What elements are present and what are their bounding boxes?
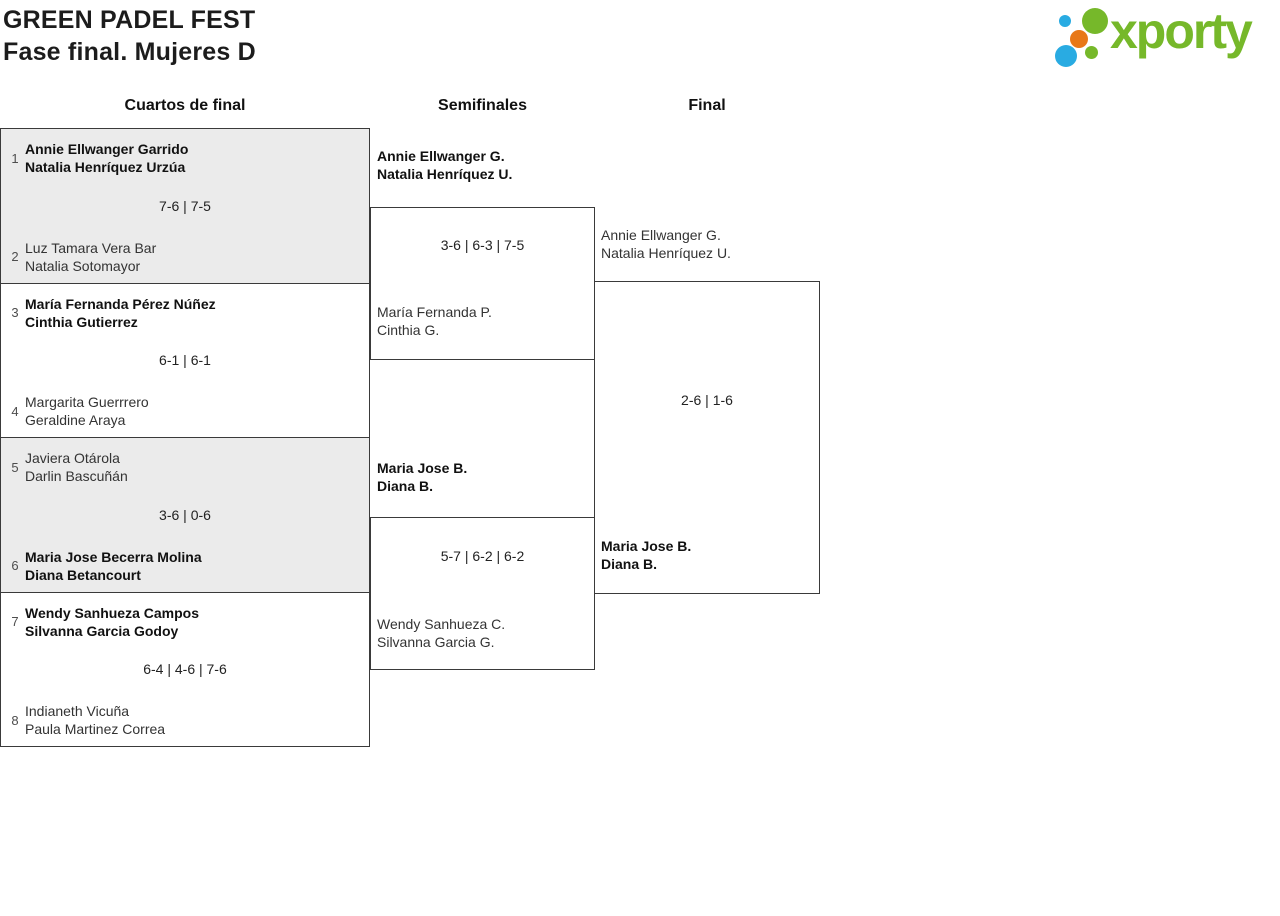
quarterfinals-column: 1 Annie Ellwanger Garrido Natalia Henríq… xyxy=(0,128,370,747)
pair-names: Wendy Sanhueza Campos Silvanna Garcia Go… xyxy=(25,604,199,640)
player-name: Maria Jose B. xyxy=(601,538,692,554)
pair-names: Luz Tamara Vera Bar Natalia Sotomayor xyxy=(25,239,156,275)
semifinal-1-score: 3-6 | 6-3 | 7-5 xyxy=(440,237,525,253)
player-name: Darlin Bascuñán xyxy=(25,468,128,484)
match-score: 3-6 | 0-6 xyxy=(159,506,211,523)
semifinal-2-score: 5-7 | 6-2 | 6-2 xyxy=(440,548,525,564)
logo-dot-orange-icon xyxy=(1070,30,1088,48)
logo-dot-blue-big-icon xyxy=(1055,45,1077,67)
tournament-title: GREEN PADEL FEST xyxy=(3,6,256,34)
quarterfinal-match-2: 3 María Fernanda Pérez Núñez Cinthia Gut… xyxy=(0,282,370,438)
player-name: Geraldine Araya xyxy=(25,412,126,428)
player-name: Natalia Henríquez U. xyxy=(377,166,513,182)
player-name: Cinthia G. xyxy=(377,322,440,338)
seed-number: 2 xyxy=(11,249,19,264)
player-name: Luz Tamara Vera Bar xyxy=(25,239,157,256)
logo-dot-blue-small-icon xyxy=(1059,15,1071,27)
player-name: Wendy Sanhueza Campos xyxy=(25,604,200,621)
player-name: Annie Ellwanger G. xyxy=(601,227,721,243)
logo-dot-green-big-icon xyxy=(1082,8,1108,34)
match-score: 6-4 | 4-6 | 7-6 xyxy=(143,661,227,678)
seed-number: 5 xyxy=(11,459,19,475)
pair-names: Indianeth Vicuña Paula Martinez Correa xyxy=(25,702,165,738)
pair-seed-5: 5 Javiera Otárola Darlin Bascuñán xyxy=(5,449,128,485)
player-name: María Fernanda Pérez Núñez xyxy=(25,295,216,312)
phase-subtitle: Fase final. Mujeres D xyxy=(3,38,256,66)
pair-seed-8: 8 Indianeth Vicuña Paula Martinez Correa xyxy=(5,702,165,738)
player-name: Diana B. xyxy=(601,556,658,572)
player-name: Silvanna Garcia G. xyxy=(377,634,495,650)
player-name: Diana Betancourt xyxy=(25,566,141,583)
pair-seed-7: 7 Wendy Sanhueza Campos Silvanna Garcia … xyxy=(5,604,199,640)
final-match-box xyxy=(594,281,820,594)
seed-number: 6 xyxy=(11,558,19,573)
logo-dot-green-small-icon xyxy=(1085,46,1098,59)
pair-seed-3: 3 María Fernanda Pérez Núñez Cinthia Gut… xyxy=(5,295,216,331)
seed-number: 4 xyxy=(11,403,19,419)
xporty-logo[interactable]: xporty xyxy=(1050,0,1280,80)
player-name: Indianeth Vicuña xyxy=(25,703,130,719)
player-name: Natalia Sotomayor xyxy=(25,257,141,274)
player-name: Natalia Henríquez Urzúa xyxy=(25,159,186,175)
seed-number: 8 xyxy=(11,712,19,728)
player-name: Maria Jose B. xyxy=(377,460,468,476)
pair-seed-2: 2 Luz Tamara Vera Bar Natalia Sotomayor xyxy=(5,239,156,275)
player-name: María Fernanda P. xyxy=(377,304,492,320)
pair-seed-6: 6 Maria Jose Becerra Molina Diana Betanc… xyxy=(5,548,202,584)
final-score: 2-6 | 1-6 xyxy=(681,392,733,408)
player-name: Wendy Sanhueza C. xyxy=(377,616,506,632)
player-name: Annie Ellwanger G. xyxy=(377,148,505,164)
player-name: Cinthia Gutierrez xyxy=(25,313,138,330)
seed-number: 7 xyxy=(11,614,19,629)
player-name: Diana B. xyxy=(377,478,434,494)
match-score: 7-6 | 7-5 xyxy=(159,197,211,214)
round-header-quarterfinals: Cuartos de final xyxy=(124,97,246,114)
round-header-final: Final xyxy=(688,97,726,114)
semifinal-1-top-pair: Annie Ellwanger G. Natalia Henríquez U. xyxy=(377,147,512,183)
player-name: Natalia Henríquez U. xyxy=(601,245,731,261)
quarterfinal-match-1: 1 Annie Ellwanger Garrido Natalia Henríq… xyxy=(0,128,370,284)
pair-seed-4: 4 Margarita Guerrrero Geraldine Araya xyxy=(5,393,149,429)
player-name: Margarita Guerrrero xyxy=(25,394,149,410)
pair-names: Margarita Guerrrero Geraldine Araya xyxy=(25,393,149,429)
player-name: Paula Martinez Correa xyxy=(25,721,166,737)
pair-names: Javiera Otárola Darlin Bascuñán xyxy=(25,449,128,485)
final-bottom-pair: Maria Jose B. Diana B. xyxy=(601,537,691,573)
pair-names: María Fernanda Pérez Núñez Cinthia Gutie… xyxy=(25,295,216,331)
pair-names: Maria Jose Becerra Molina Diana Betancou… xyxy=(25,548,202,584)
page-title: GREEN PADEL FEST Fase final. Mujeres D xyxy=(3,4,256,68)
seed-number: 3 xyxy=(11,305,19,320)
logo-wordmark: xporty xyxy=(1110,3,1253,59)
round-header-semifinals: Semifinales xyxy=(438,97,527,114)
semifinal-2-top-pair: Maria Jose B. Diana B. xyxy=(377,459,467,495)
pair-seed-1: 1 Annie Ellwanger Garrido Natalia Henríq… xyxy=(5,140,188,176)
semifinal-1-bottom-pair: María Fernanda P. Cinthia G. xyxy=(377,303,492,339)
match-score: 6-1 | 6-1 xyxy=(159,352,211,369)
quarterfinal-match-4: 7 Wendy Sanhueza Campos Silvanna Garcia … xyxy=(0,591,370,747)
final-top-pair: Annie Ellwanger G. Natalia Henríquez U. xyxy=(601,226,731,262)
player-name: Maria Jose Becerra Molina xyxy=(25,548,202,565)
quarterfinal-match-3: 5 Javiera Otárola Darlin Bascuñán 3-6 | … xyxy=(0,437,370,593)
seed-number: 1 xyxy=(11,150,19,166)
pair-names: Annie Ellwanger Garrido Natalia Henríque… xyxy=(25,140,188,176)
semifinal-2-bottom-pair: Wendy Sanhueza C. Silvanna Garcia G. xyxy=(377,615,505,651)
player-name: Javiera Otárola xyxy=(25,450,120,466)
player-name: Annie Ellwanger Garrido xyxy=(25,141,189,157)
player-name: Silvanna Garcia Godoy xyxy=(25,622,179,639)
